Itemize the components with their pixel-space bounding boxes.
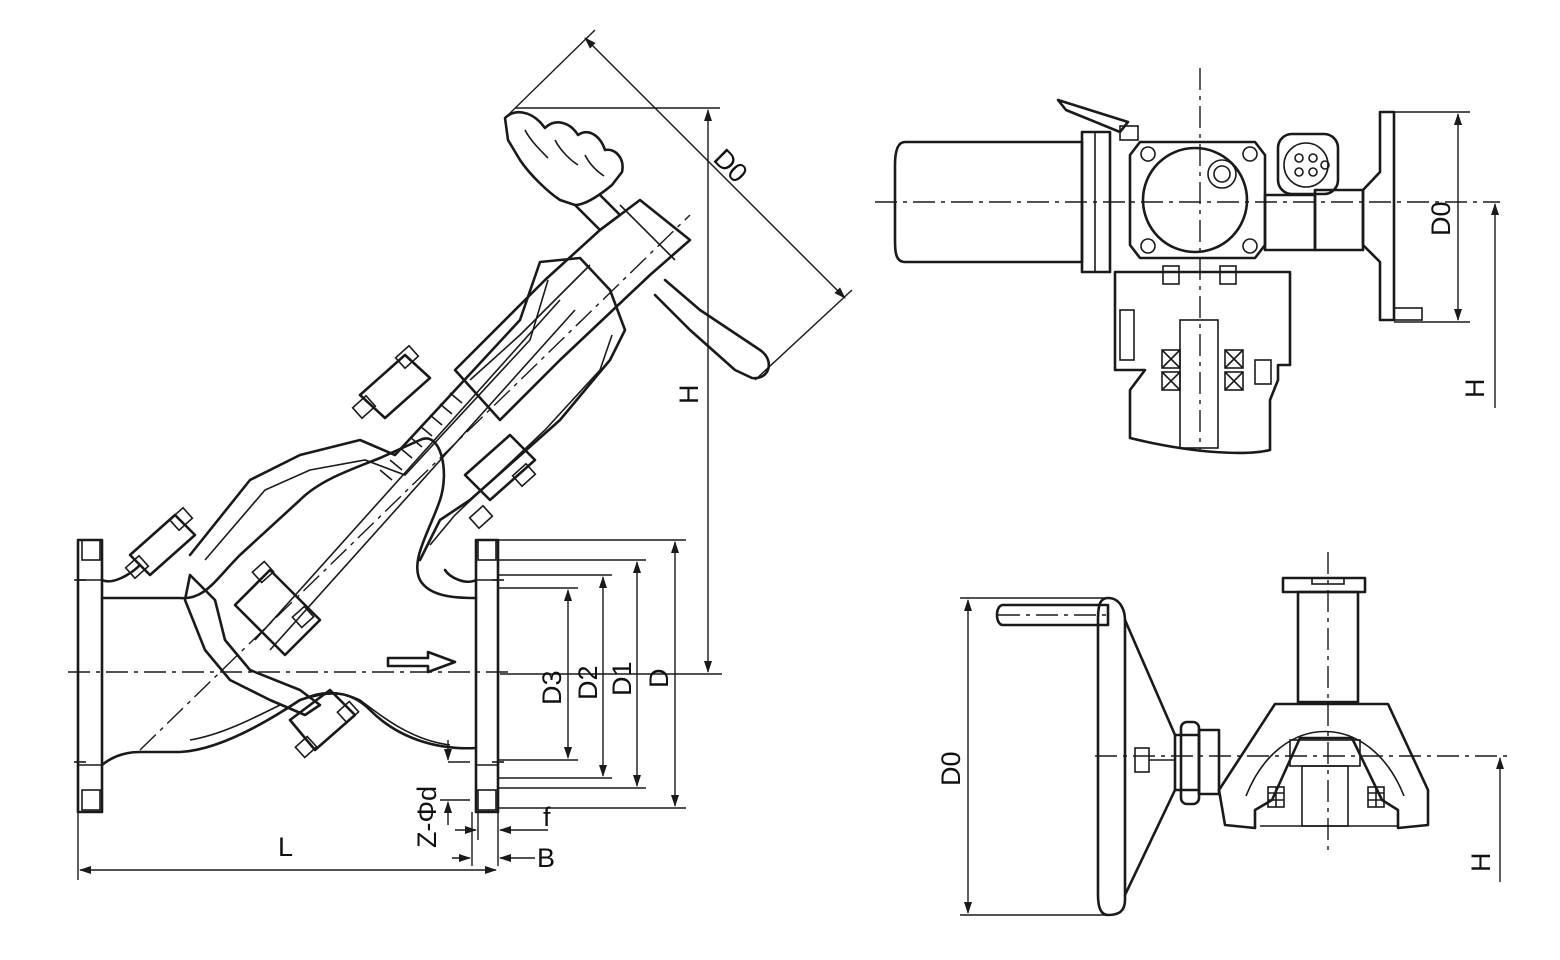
bolt-group-2 <box>351 344 432 420</box>
dim-label-z-phi-d: Z-Φd <box>412 786 442 848</box>
actuator-lower-housing <box>1113 270 1292 455</box>
disc-bolts <box>233 560 360 759</box>
gear-operator-dimensions: D0 H <box>936 597 1504 916</box>
dim-label-D3: D3 <box>537 670 567 705</box>
gear-handwheel[interactable] <box>1096 596 1127 917</box>
dim-label-f: f <box>543 802 551 832</box>
motor-housing <box>893 140 1084 264</box>
stem-line-2 <box>269 309 576 651</box>
dim-label-D0-actuator: D0 <box>1426 201 1456 236</box>
dim-label-H-gear: H <box>1466 853 1496 873</box>
main-view-dimensions: D0 H D D1 D2 D3 Z-Φd f <box>77 29 853 880</box>
valve-disc <box>183 573 322 717</box>
dim-label-H-actuator: H <box>1460 379 1490 399</box>
right-flange <box>474 538 500 814</box>
electric-actuator-dimensions: D0 H <box>1394 111 1499 408</box>
stem-thread <box>379 392 463 481</box>
dim-label-L: L <box>278 832 293 862</box>
bonnet-shell <box>188 256 627 562</box>
gear-operator-view <box>995 552 1508 917</box>
dim-label-D1: D1 <box>607 661 637 696</box>
handwheel[interactable] <box>503 110 624 232</box>
position-indicator <box>1276 132 1340 196</box>
lever-handle[interactable] <box>653 278 771 380</box>
dim-label-D: D <box>644 669 674 689</box>
actuator-handwheel[interactable] <box>1361 110 1396 322</box>
flow-arrow <box>386 650 457 674</box>
gearbox-housing <box>1128 140 1267 260</box>
main-valve-view <box>68 110 771 814</box>
stem-line-1 <box>254 299 561 641</box>
dim-label-D0-main: D0 <box>708 143 754 189</box>
dim-label-D2: D2 <box>573 665 603 700</box>
bolt-group-3 <box>463 433 537 530</box>
left-flange <box>76 538 104 814</box>
dim-label-H-main: H <box>674 385 704 405</box>
electric-actuator-view <box>875 68 1500 455</box>
bolt-group-1 <box>124 506 197 580</box>
dim-label-B: B <box>537 843 555 873</box>
dim-label-D0-gear: D0 <box>936 751 966 786</box>
